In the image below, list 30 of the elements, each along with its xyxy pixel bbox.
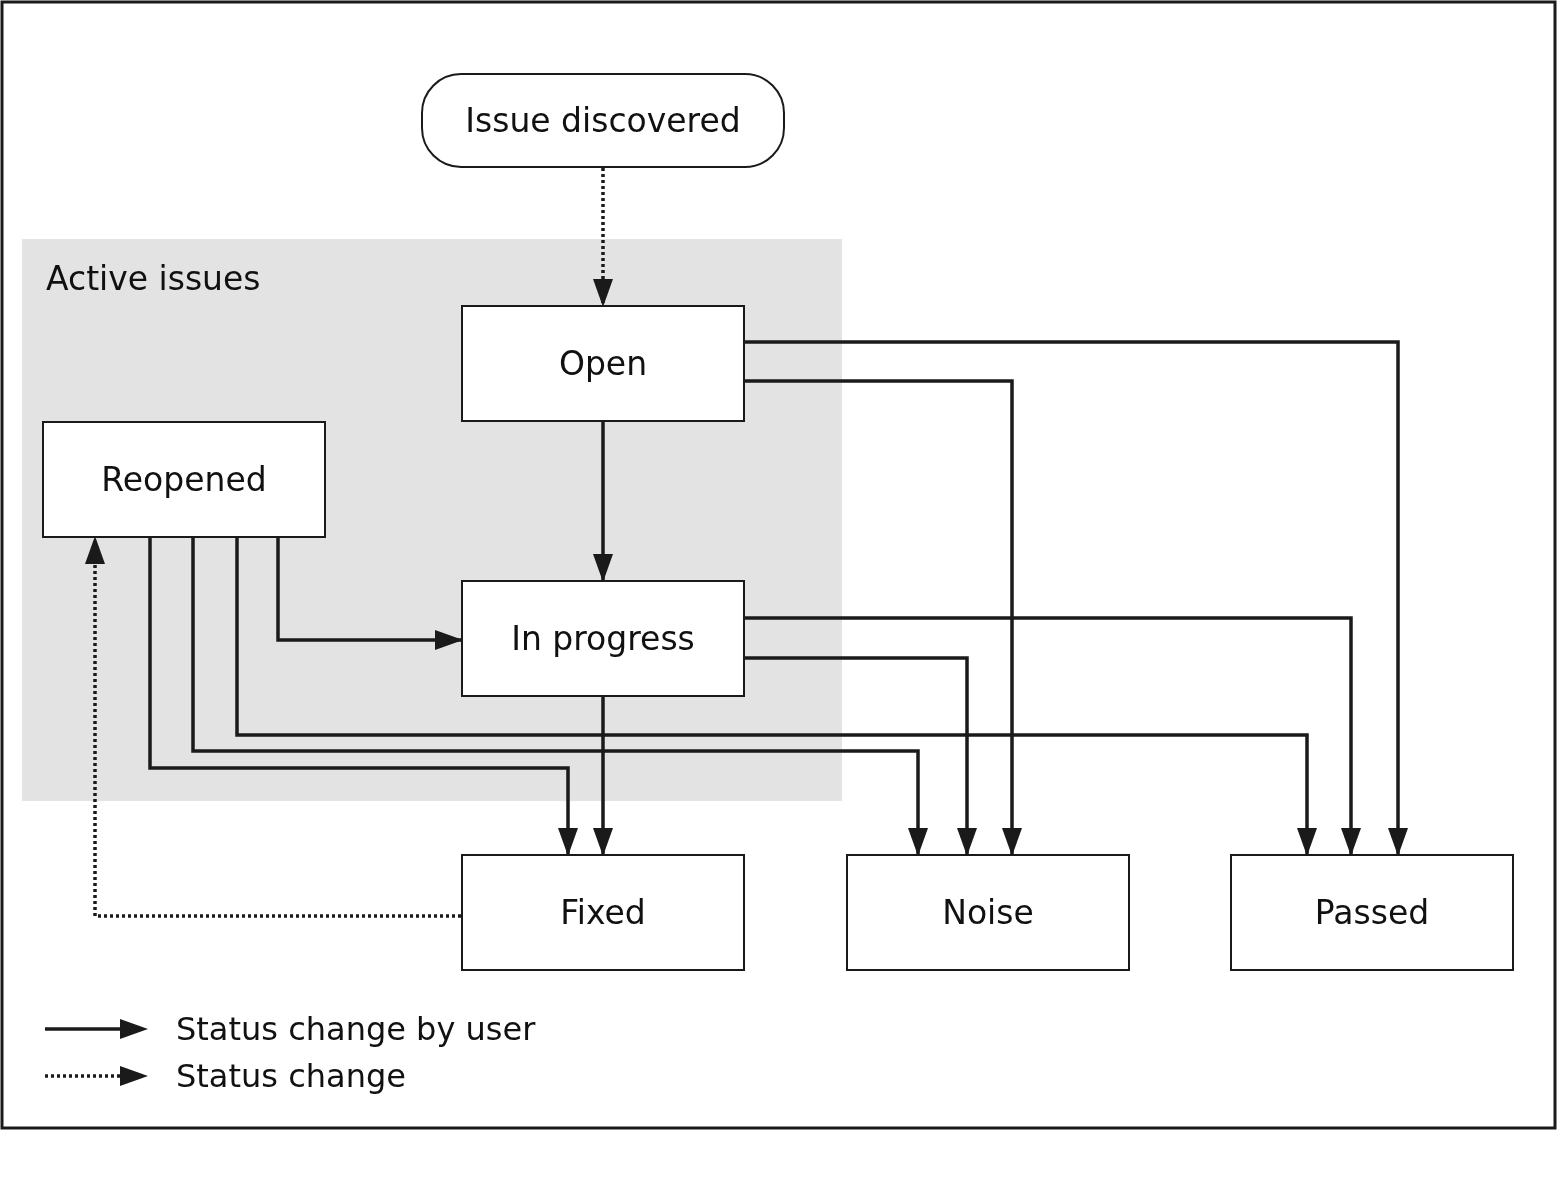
arrow <box>593 422 613 582</box>
status-box <box>1230 854 1514 971</box>
status-box <box>461 305 745 422</box>
arrow <box>235 538 1317 856</box>
arrow <box>276 538 463 650</box>
status-label: Noise <box>942 893 1034 932</box>
status-label: Issue discovered <box>465 101 741 140</box>
group-title: Active issues <box>46 259 261 298</box>
status-label: Passed <box>1314 893 1430 932</box>
dotted-arrow <box>85 536 461 918</box>
status-box <box>846 854 1130 971</box>
status-box <box>42 421 326 538</box>
arrow <box>745 616 1361 856</box>
status-box <box>461 580 745 697</box>
arrow <box>745 656 977 856</box>
status-box <box>461 854 745 971</box>
arrow <box>745 379 1022 856</box>
dotted-arrow <box>593 168 613 307</box>
arrow <box>593 697 613 856</box>
status-label: Fixed <box>560 893 646 932</box>
status-label: In progress <box>511 619 695 658</box>
status-label: Reopened <box>101 460 267 499</box>
legend-label: Status change by user <box>176 1010 536 1048</box>
arrow <box>745 340 1408 856</box>
arrow <box>191 538 928 856</box>
start-terminal <box>421 73 785 168</box>
legend-label: Status change <box>176 1057 406 1095</box>
status-label: Open <box>558 344 648 383</box>
arrow <box>148 538 578 856</box>
group-region <box>22 239 842 801</box>
